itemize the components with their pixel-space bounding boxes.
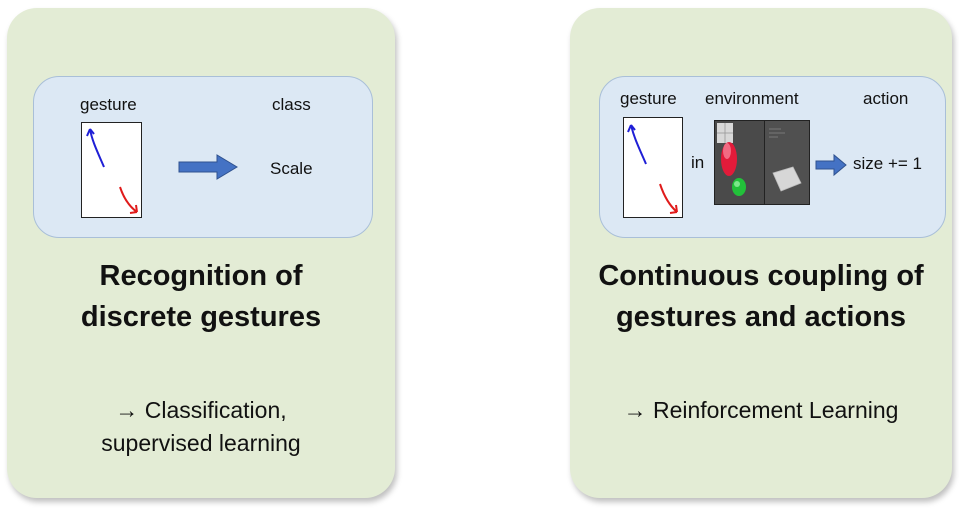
environment-render: [715, 121, 809, 204]
class-value: Scale: [270, 159, 313, 178]
gesture-class-diagram: gesture class Scale: [33, 76, 373, 238]
gesture-canvas: [81, 122, 142, 218]
panel-title-line2: discrete gestures: [80, 301, 322, 333]
in-label: in: [691, 153, 705, 172]
panel-discrete-gestures: gesture class Scale Recognition of discr…: [7, 8, 395, 498]
method-note-line1: → Classification,: [115, 397, 287, 423]
method-note-line1: → Reinforcement Learning: [623, 397, 899, 423]
method-note-line2: supervised learning: [101, 430, 301, 456]
class-label: class: [272, 95, 311, 114]
panel-title-line2: gestures and actions: [615, 301, 907, 333]
gesture-label: gesture: [620, 89, 677, 108]
environment-label: environment: [705, 89, 799, 108]
arrow-right-icon: [178, 154, 238, 180]
environment-screenshot: [714, 120, 810, 205]
gesture-environment-action-diagram: gesture environment action in: [599, 76, 946, 238]
gesture-label: gesture: [80, 95, 137, 114]
gesture-trace: [86, 128, 138, 214]
action-label: action: [863, 89, 909, 108]
gesture-canvas: [623, 117, 683, 218]
panel-title-line1: Recognition of: [99, 260, 303, 292]
panel-title-line1: Continuous coupling of: [598, 260, 924, 292]
gesture-trace: [627, 124, 678, 214]
panel-continuous-coupling: gesture environment action in: [570, 8, 952, 498]
arrow-right-icon: [815, 153, 847, 177]
action-value: size += 1: [853, 154, 922, 173]
